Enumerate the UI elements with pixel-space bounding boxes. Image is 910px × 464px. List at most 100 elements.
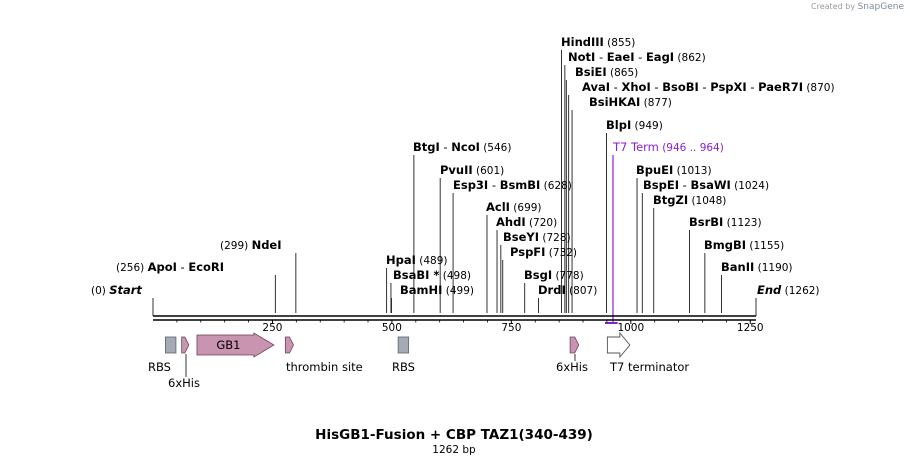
site-bsihkai[interactable]: BsiHKAI (877) xyxy=(571,95,672,313)
site-noti[interactable]: NotI - EaeI - EagI (862) xyxy=(564,50,706,313)
site-start[interactable]: (0) Start xyxy=(91,283,154,316)
site-name: HpaI xyxy=(386,253,416,267)
site-position: (489) xyxy=(416,255,448,267)
site-name: NdeI xyxy=(252,238,282,252)
site-name: BsiHKAI xyxy=(589,95,640,109)
site-position: (546) xyxy=(480,142,512,154)
site-position: (862) xyxy=(674,52,706,64)
site-label: (0) Start xyxy=(91,283,142,297)
site-avai[interactable]: AvaI - XhoI - BsoBI - PspXI - PaeR7I (87… xyxy=(568,80,835,313)
site-name: NcoI xyxy=(451,140,480,154)
site-btgzi[interactable]: BtgZI (1048) xyxy=(653,193,726,313)
site-drdi[interactable]: DrdI (807) xyxy=(538,283,597,313)
site-name: AvaI xyxy=(582,80,610,94)
site-apoi[interactable]: (256) ApoI - EcoRI xyxy=(116,260,276,313)
site-name: PspFI xyxy=(510,245,545,259)
site-name: BsiEI xyxy=(575,65,607,79)
site-bspei[interactable]: BspEI - BsaWI (1024) xyxy=(641,178,769,313)
primer-name: T7 Term xyxy=(612,140,659,154)
snapgene-credit: Created by SnapGene xyxy=(811,2,904,12)
site-hindiii[interactable]: HindIII (855) xyxy=(561,35,635,313)
site-bsrbi[interactable]: BsrBI (1123) xyxy=(689,215,762,313)
site-bmgbi[interactable]: BmgBI (1155) xyxy=(704,238,784,313)
feature-label: 6xHis xyxy=(168,376,200,390)
site-label: PvuII (601) xyxy=(440,163,504,177)
site-label: BlpI (949) xyxy=(606,118,663,132)
feature-6xhis[interactable]: 6xHis xyxy=(168,336,200,390)
site-ndei[interactable]: (299) NdeI xyxy=(220,238,297,313)
site-label: BseYI (728) xyxy=(503,230,571,244)
site-bamhi[interactable]: BamHI (499) xyxy=(391,283,474,313)
site-position: (1024) xyxy=(731,180,769,192)
site-hpai[interactable]: HpaI (489) xyxy=(386,253,447,313)
site-name: BtgZI xyxy=(653,193,688,207)
ruler-tick-label: 250 xyxy=(262,322,282,334)
site-position: (601) xyxy=(473,165,505,177)
site-label: NotI - EaeI - EagI (862) xyxy=(568,50,706,64)
site-bpuei[interactable]: BpuEI (1013) xyxy=(636,163,712,313)
site-label: BmgBI (1155) xyxy=(704,238,784,252)
primer-range: (946 .. 964) xyxy=(659,142,724,154)
feature-6xhis[interactable]: 6xHis xyxy=(556,336,588,374)
feature-rbs[interactable]: RBS xyxy=(148,336,177,374)
snapgene-logo-text: SnapGene xyxy=(857,2,904,12)
site-position: (0) xyxy=(91,285,109,297)
site-bsgi[interactable]: BsgI (778) xyxy=(524,268,584,313)
site-name: AhdI xyxy=(496,215,526,229)
site-name: Start xyxy=(109,283,142,297)
site-position: (728) xyxy=(539,232,571,244)
feature-arrow-small xyxy=(181,336,190,354)
map-title: HisGB1-Fusion + CBP TAZ1(340-439) xyxy=(315,427,593,443)
site-end[interactable]: End (1262) xyxy=(755,283,820,316)
site-ahdi[interactable]: AhdI (720) xyxy=(496,215,557,313)
feature-label: thrombin site xyxy=(286,360,363,374)
site-position: (628) xyxy=(540,180,572,192)
feature-t7-terminator[interactable]: T7 terminator xyxy=(606,331,689,374)
site-name: BamHI xyxy=(400,283,442,297)
primer-layer: T7 Term (946 .. 964) xyxy=(605,140,724,324)
site-name-separator: - xyxy=(634,50,645,64)
feature-arrow-small xyxy=(284,336,294,354)
site-label: BsrBI (1123) xyxy=(689,215,762,229)
site-name: ApoI xyxy=(148,260,177,274)
site-position: (1155) xyxy=(746,240,784,252)
feature-gb1[interactable]: GB1 xyxy=(196,332,275,358)
ruler-tick-label: 750 xyxy=(501,322,521,334)
site-acli[interactable]: AclI (699) xyxy=(486,200,542,313)
rbs-box xyxy=(397,336,410,354)
site-position: (498) xyxy=(439,270,471,282)
site-name: BsmBI xyxy=(500,178,541,192)
site-btgi[interactable]: BtgI - NcoI (546) xyxy=(413,140,511,313)
feature-rbs[interactable]: RBS xyxy=(392,336,415,374)
ruler-tick-label: 1000 xyxy=(617,322,644,334)
feature-label: 6xHis xyxy=(556,360,588,374)
feature-thrombin-site[interactable]: thrombin site xyxy=(284,336,363,374)
primer-label: T7 Term (946 .. 964) xyxy=(612,140,724,154)
site-label: AvaI - XhoI - BsoBI - PspXI - PaeR7I (87… xyxy=(582,80,835,94)
site-name: PspXI xyxy=(710,80,746,94)
site-label: BsiHKAI (877) xyxy=(589,95,672,109)
site-name-separator: - xyxy=(651,80,662,94)
site-name: BspEI xyxy=(643,178,679,192)
site-pvuii[interactable]: PvuII (601) xyxy=(439,163,504,313)
site-bseyi[interactable]: BseYI (728) xyxy=(500,230,571,313)
site-label: BspEI - BsaWI (1024) xyxy=(643,178,769,192)
site-esp3i[interactable]: Esp3I - BsmBI (628) xyxy=(452,178,572,313)
site-bsiei[interactable]: BsiEI (865) xyxy=(565,65,638,313)
site-name: XhoI xyxy=(622,80,651,94)
site-label: BtgZI (1048) xyxy=(653,193,726,207)
site-banii[interactable]: BanII (1190) xyxy=(721,260,793,313)
site-position: (870) xyxy=(803,82,835,94)
ruler-tick-label: 1250 xyxy=(737,322,764,334)
terminator-arrow xyxy=(606,331,631,359)
site-name: PvuII xyxy=(440,163,473,177)
site-name-separator: - xyxy=(610,80,621,94)
feature-track: RBS 6xHis GB1 thrombin site RBS 6xHis T7 termi… xyxy=(148,331,689,390)
site-name: Esp3I xyxy=(453,178,488,192)
site-name-separator: - xyxy=(488,178,499,192)
site-bsabi[interactable]: BsaBI * (498) xyxy=(390,268,471,313)
site-name: End xyxy=(757,283,782,297)
site-blpi[interactable]: BlpI (949) xyxy=(606,118,663,313)
site-name: DrdI xyxy=(538,283,566,297)
site-name: HindIII xyxy=(561,35,604,49)
